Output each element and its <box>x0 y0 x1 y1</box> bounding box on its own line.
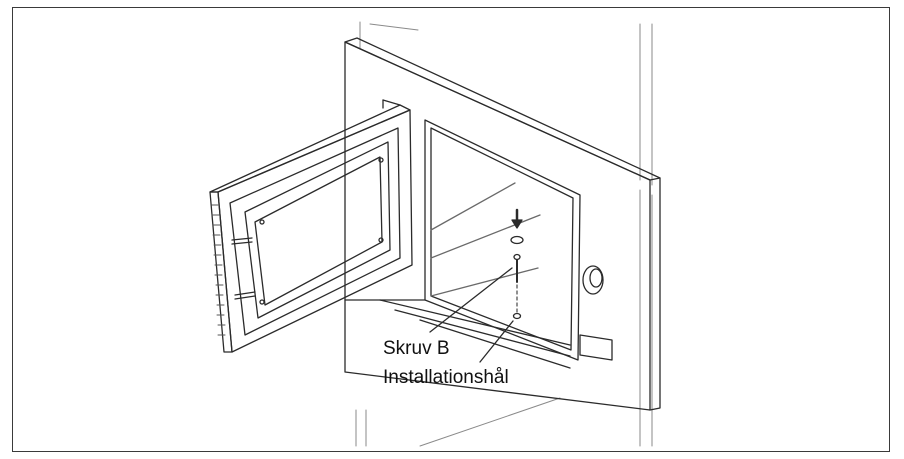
display-window <box>579 334 613 361</box>
control-knob <box>582 265 604 295</box>
installation-hole <box>512 312 522 320</box>
cabinet <box>355 21 653 447</box>
control-panel <box>579 265 613 361</box>
open-door <box>209 99 413 353</box>
figure-border <box>12 7 890 452</box>
leader-line-hole <box>479 320 514 363</box>
label-installation-hole: Installationshål <box>383 367 509 388</box>
down-arrow-icon <box>511 208 523 229</box>
leader-line-screw <box>429 267 513 333</box>
screw-b <box>513 253 521 283</box>
washer <box>510 235 524 245</box>
screw-assembly <box>429 208 524 363</box>
label-screw-b: Skruv B <box>383 338 450 359</box>
